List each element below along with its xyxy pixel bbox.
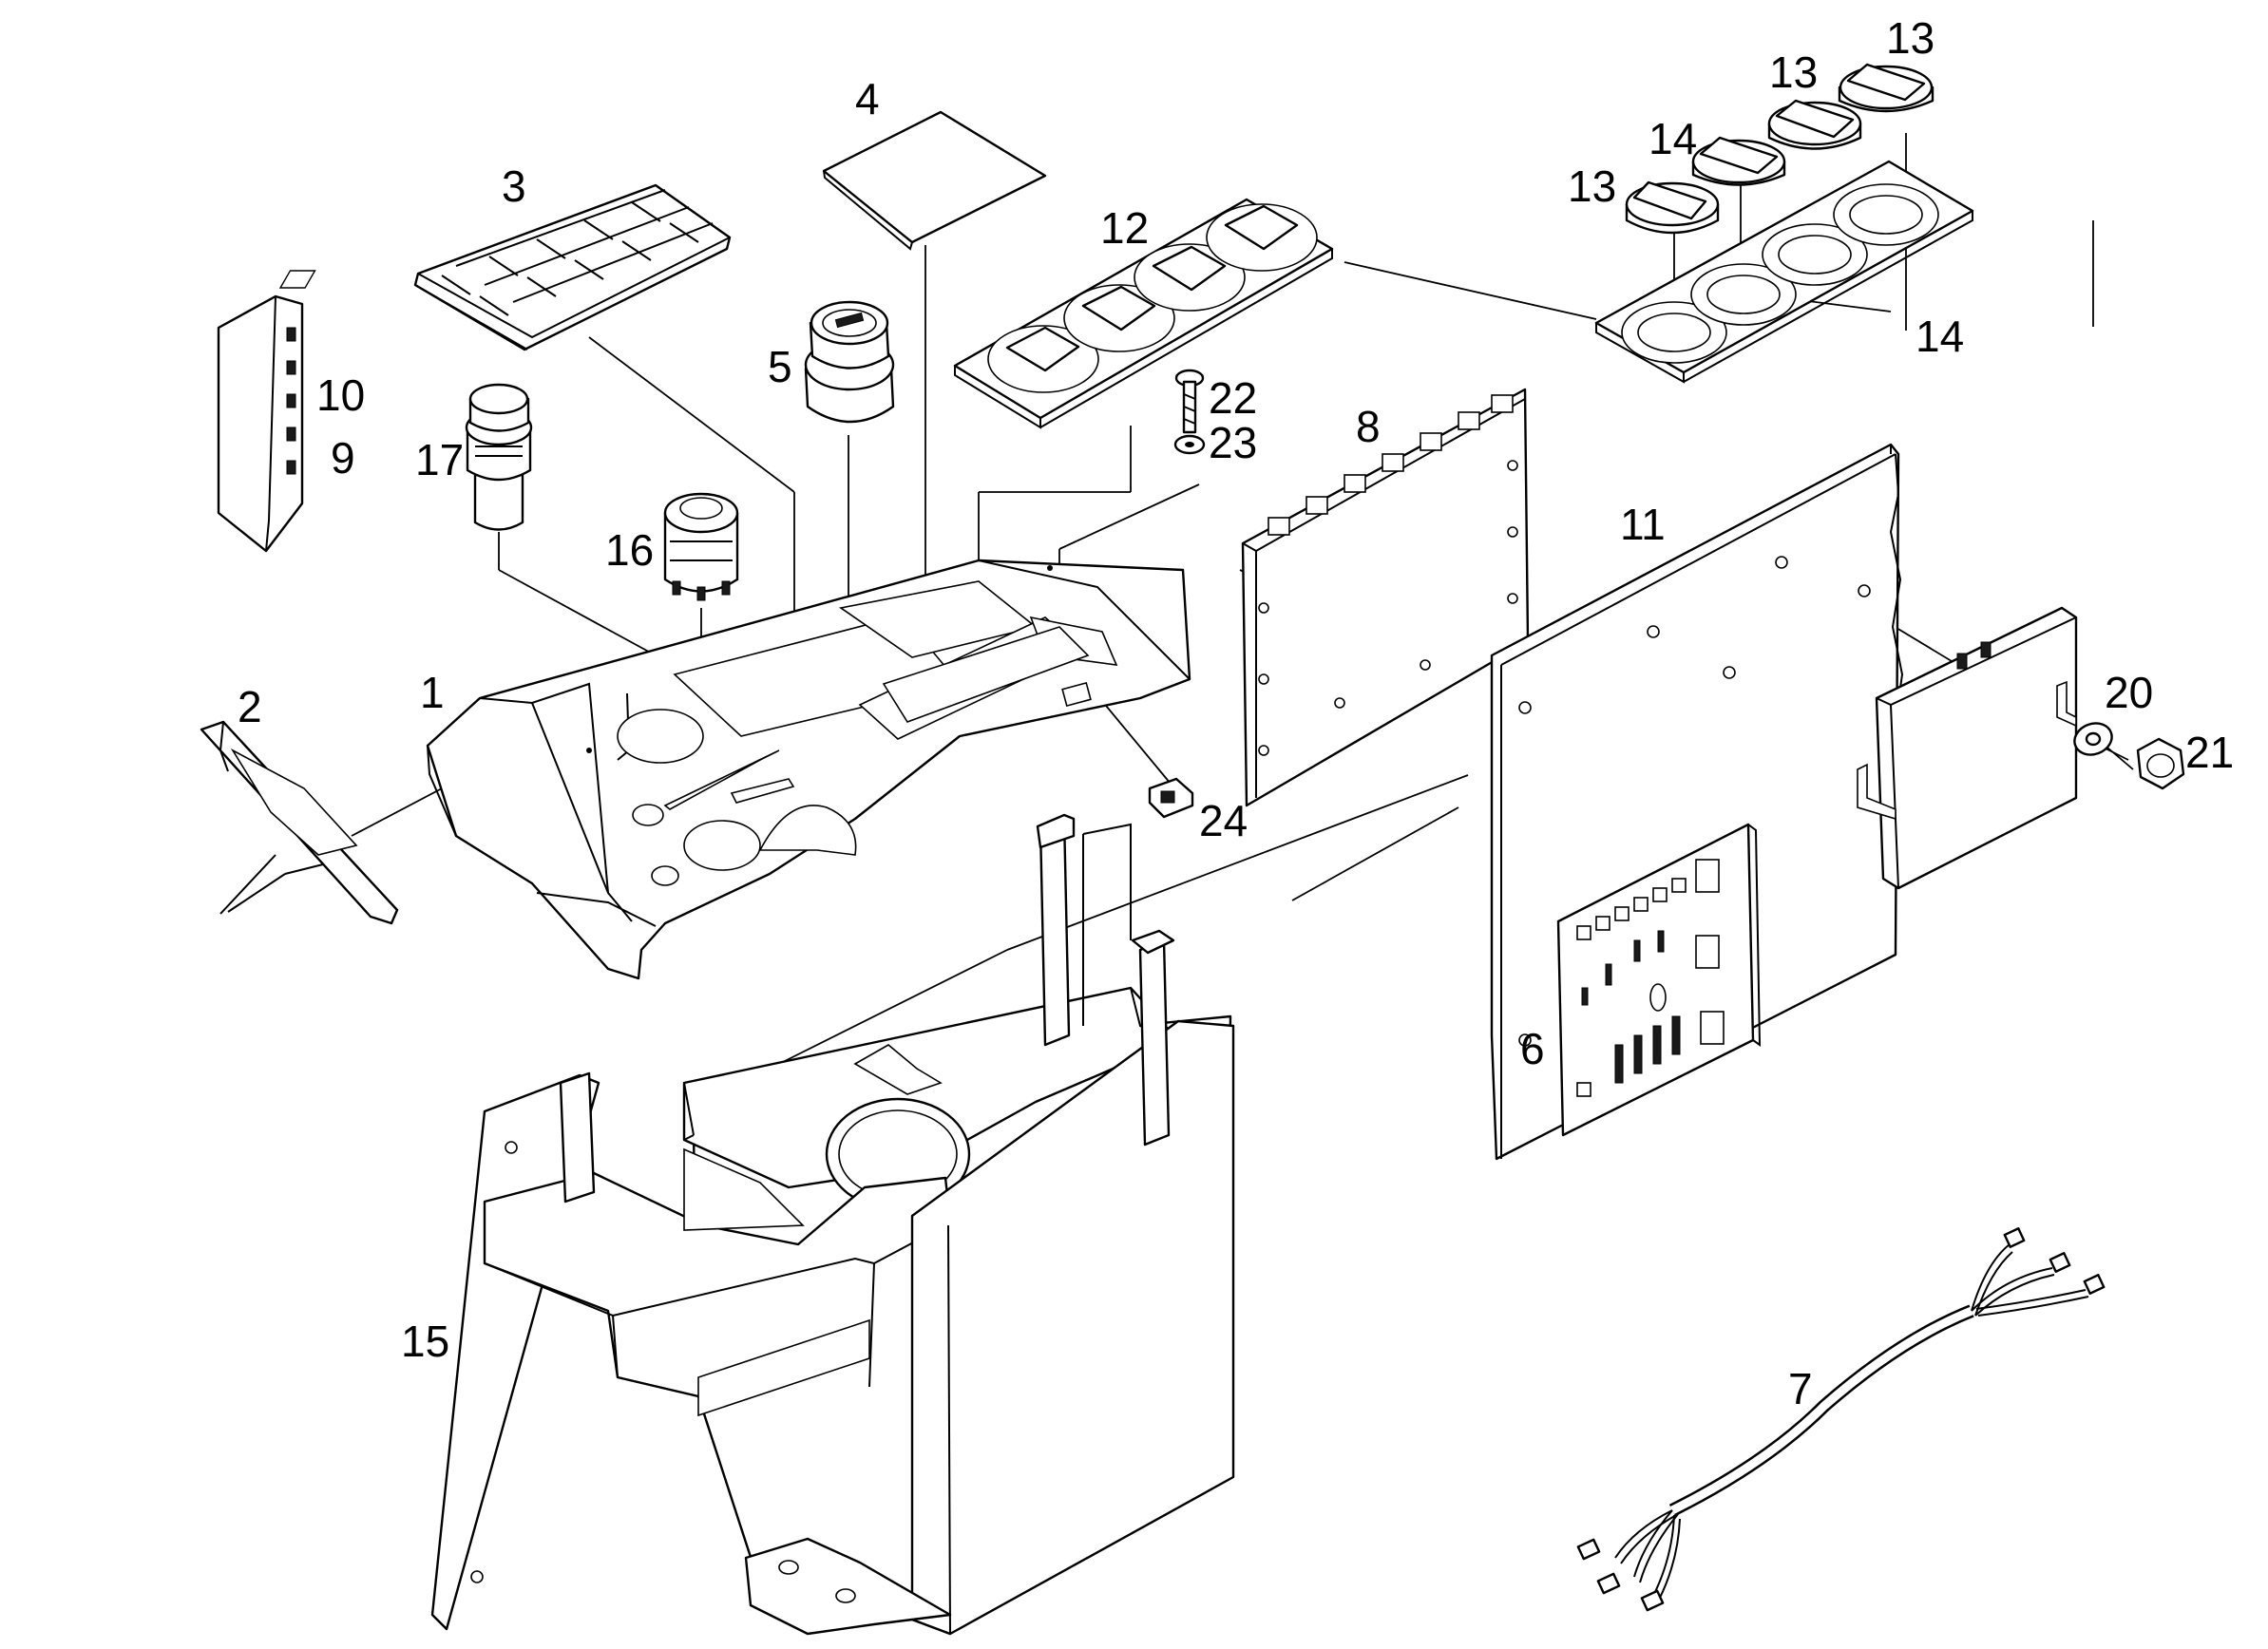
knob-13 <box>1625 180 1720 235</box>
keypad-keys <box>278 270 316 289</box>
washer-and-nut <box>2073 722 2185 790</box>
emergency-stop-button <box>465 383 533 531</box>
callout-14-b: 14 <box>1915 312 1964 361</box>
callout-24: 24 <box>1199 796 1248 845</box>
knob <box>1063 284 1175 352</box>
callout-17: 17 <box>415 435 464 484</box>
screw-and-washer <box>1173 369 1206 455</box>
knob <box>1206 203 1318 272</box>
pcb-components <box>1576 859 1725 1097</box>
knob-13 <box>1767 99 1862 150</box>
callout-13-c: 13 <box>1886 13 1934 63</box>
callout-15: 15 <box>401 1317 449 1366</box>
cable-clip <box>1148 777 1194 819</box>
electronics-housing <box>1857 606 2078 890</box>
key-switch <box>663 492 739 601</box>
callout-7: 7 <box>1788 1364 1813 1413</box>
callout-10: 10 <box>316 370 365 420</box>
callout-2: 2 <box>238 682 262 731</box>
callout-16: 16 <box>605 525 654 575</box>
loose-knobs <box>1625 63 1934 235</box>
callout-4: 4 <box>855 74 880 123</box>
callout-22: 22 <box>1209 373 1257 423</box>
circuit-board-panel <box>1241 388 1530 807</box>
callout-1: 1 <box>420 668 445 717</box>
callout-13-a: 13 <box>1568 161 1616 211</box>
cover-plate <box>822 110 1047 251</box>
selector-switch <box>804 300 895 424</box>
callout-9: 9 <box>331 433 355 483</box>
callout-12: 12 <box>1100 203 1149 253</box>
knob-panel-assembly <box>953 198 1334 429</box>
knob <box>1134 243 1246 312</box>
side-switch-module <box>217 294 304 553</box>
callout-3: 3 <box>502 161 526 211</box>
callout-5: 5 <box>768 342 792 391</box>
knob <box>987 325 1099 393</box>
callout-20: 20 <box>2105 668 2153 717</box>
cable-harness <box>1576 1227 2106 1612</box>
callout-23: 23 <box>1209 418 1257 467</box>
knob-14 <box>1691 136 1786 186</box>
callout-11: 11 <box>1620 500 1666 549</box>
callout-labels: 1 2 3 4 5 6 7 8 9 10 11 12 13 13 13 14 1… <box>238 13 2234 1413</box>
callout-6: 6 <box>1520 1024 1545 1073</box>
keypad <box>278 183 732 351</box>
callout-8: 8 <box>1356 402 1381 451</box>
callout-13-b: 13 <box>1769 47 1818 97</box>
callout-21: 21 <box>2185 728 2234 777</box>
control-pcb <box>1556 823 1762 1137</box>
display-bezel <box>200 720 399 925</box>
callout-14-a: 14 <box>1649 114 1697 163</box>
knob-13 <box>1838 63 1934 113</box>
board-connectors <box>1267 394 1514 536</box>
console-top-cover <box>426 559 1191 980</box>
console-frame <box>430 813 1235 1636</box>
knob-panel-base-exploded <box>1594 160 1974 384</box>
